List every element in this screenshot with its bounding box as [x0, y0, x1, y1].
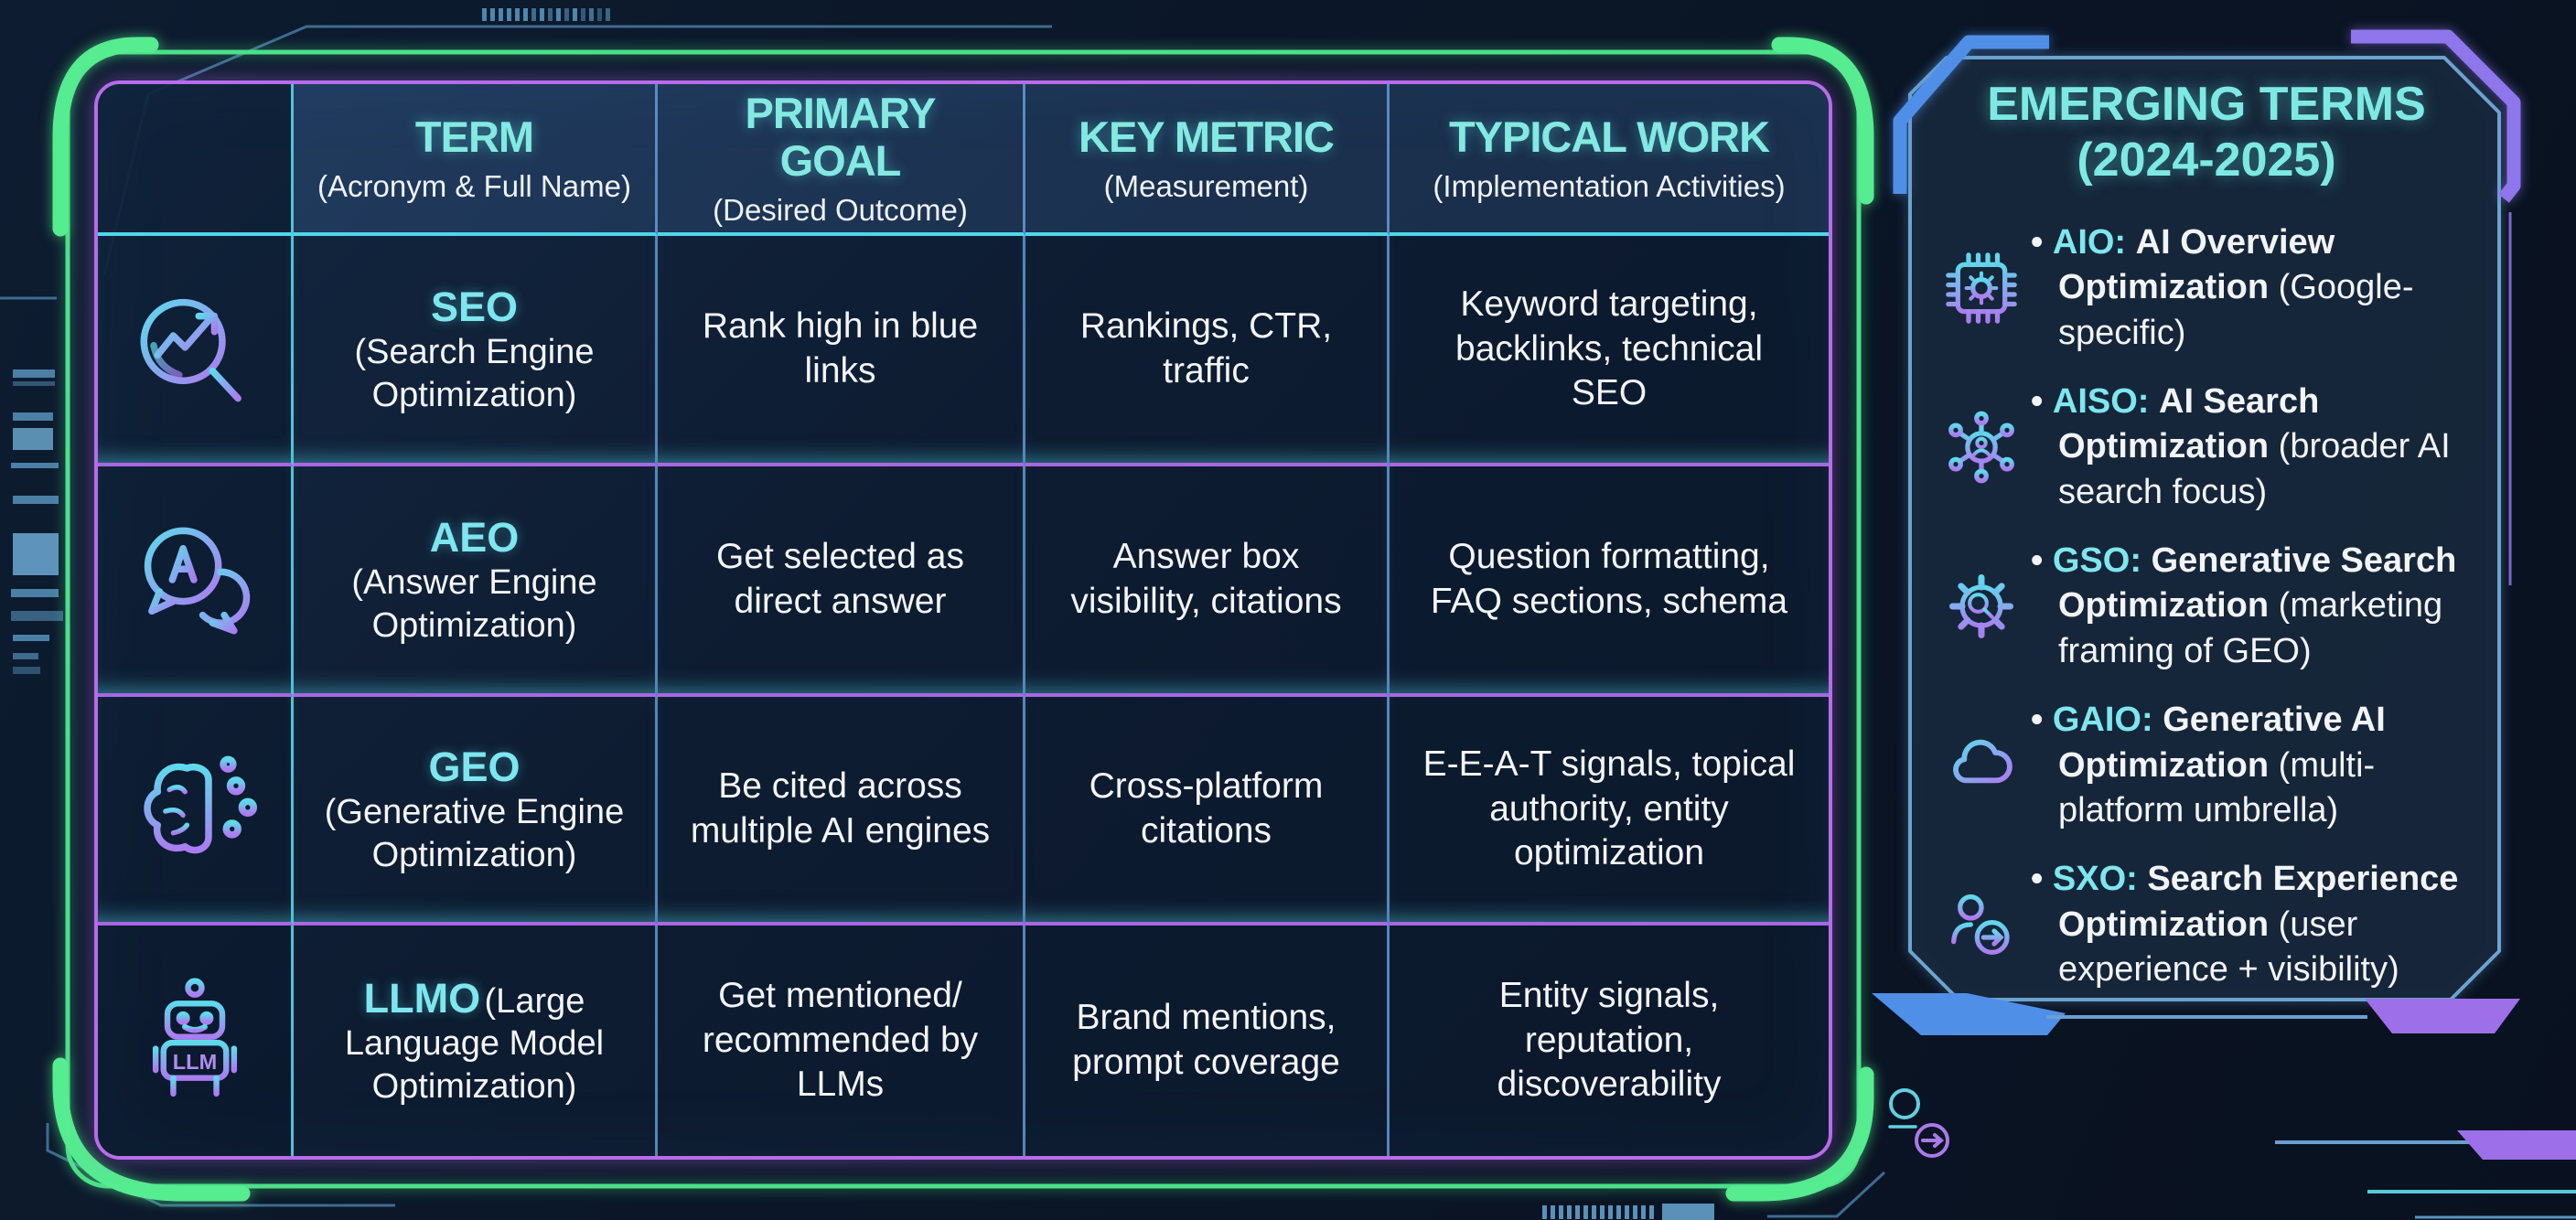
comparison-table: TERM (Acronym & Full Name) PRIMARY GOAL … [94, 80, 1832, 1160]
panel-item-text: • AISO: AI Search Optimization (broader … [2031, 380, 2475, 515]
row-icon-cell: LLM [98, 926, 294, 1156]
goal-text: Be cited across multiple AI engines [690, 766, 991, 851]
metric-text: Cross-platform citations [1089, 766, 1324, 851]
panel-item-aiso: • AISO: AI Search Optimization (broader … [1937, 380, 2475, 515]
row-icon-cell [98, 466, 294, 697]
robot-llm-icon: LLM [152, 978, 237, 1097]
svg-text:LLM: LLM [172, 1050, 216, 1074]
cloud-icon [1937, 727, 2025, 804]
network-nodes-icon [1937, 409, 2025, 486]
row-icon-cell [98, 697, 294, 926]
work-text: Entity signals, reputation, discoverabil… [1497, 975, 1722, 1105]
header-title: TYPICAL WORK [1448, 112, 1770, 161]
term-acronym: GEO [428, 744, 521, 791]
search-trend-icon [140, 298, 242, 402]
header-subtitle: (Implementation Activities) [1433, 168, 1786, 203]
term-fullname: (Generative Engine Optimization) [324, 793, 625, 874]
term-cell: AEO(Answer Engine Optimization) [294, 466, 658, 697]
metric-cell: Rankings, CTR, traffic [1025, 236, 1390, 466]
work-text: Keyword targeting, backlinks, technical … [1455, 284, 1763, 413]
header-title: KEY METRIC [1079, 112, 1335, 161]
term-fullname: (Answer Engine Optimization) [351, 563, 597, 645]
metric-cell: Answer box visibility, citations [1025, 466, 1390, 697]
term-acronym: AEO [429, 514, 520, 562]
answer-chat-icon [144, 527, 250, 635]
work-cell: Entity signals, reputation, discoverabil… [1390, 926, 1829, 1156]
bullet: • [2031, 541, 2044, 581]
header-subtitle: (Measurement) [1103, 168, 1309, 203]
item-acronym: AIO: [2052, 222, 2127, 262]
chip-icon [1937, 250, 2025, 326]
bullet: • [2031, 860, 2044, 899]
header-typical-work: TYPICAL WORK (Implementation Activities) [1390, 84, 1829, 236]
term-acronym: LLMO [363, 974, 481, 1022]
panel-item-text: • AIO: AI Overview Optimization (Google-… [2031, 220, 2475, 356]
work-text: E-E-A-T signals, topical authority, enti… [1422, 744, 1796, 873]
panel-item-text: • GSO: Generative Search Optimization (m… [2031, 539, 2475, 674]
panel-item-sxo: • SXO: Search Experience Optimization (u… [1937, 857, 2475, 992]
metric-text: Brand mentions, prompt coverage [1072, 998, 1340, 1082]
row-icon-cell [98, 236, 294, 466]
term-cell: GEO(Generative Engine Optimization) [294, 697, 658, 926]
panel-title-line2: (2024-2025) [2077, 134, 2336, 187]
header-term: TERM (Acronym & Full Name) [294, 84, 658, 236]
header-subtitle: (Desired Outcome) [713, 192, 968, 227]
top-dash-strip [482, 8, 610, 21]
goal-cell: Get selected as direct answer [658, 466, 1025, 697]
item-acronym: AISO: [2052, 381, 2150, 421]
panel-title-line1: EMERGING TERMS [1987, 78, 2426, 131]
panel-item-text: • GAIO: Generative AI Optimization (mult… [2031, 698, 2475, 833]
panel-title: EMERGING TERMS (2024-2025) [1937, 77, 2475, 189]
header-corner-cell [98, 84, 294, 236]
goal-cell: Be cited across multiple AI engines [658, 697, 1025, 926]
header-primary-goal: PRIMARY GOAL (Desired Outcome) [658, 84, 1025, 236]
gear-search-icon [1937, 568, 2025, 645]
bottom-dash-strip [1542, 1204, 1714, 1220]
metric-cell: Brand mentions, prompt coverage [1025, 926, 1390, 1156]
metric-text: Rankings, CTR, traffic [1079, 306, 1333, 391]
goal-cell: Get mentioned/ recommended by LLMs [658, 926, 1025, 1156]
header-key-metric: KEY METRIC (Measurement) [1025, 84, 1390, 236]
header-subtitle: (Acronym & Full Name) [317, 168, 631, 203]
work-cell: Question formatting, FAQ sections, schem… [1390, 466, 1829, 697]
goal-text: Rank high in blue links [702, 306, 979, 391]
emerging-terms-panel: EMERGING TERMS (2024-2025) • AIO: AI Ove… [1937, 77, 2475, 1017]
term-fullname: (Search Engine Optimization) [354, 333, 595, 414]
goal-text: Get selected as direct answer [716, 537, 964, 621]
work-cell: E-E-A-T signals, topical authority, enti… [1390, 697, 1829, 926]
bullet: • [2031, 222, 2044, 262]
panel-item-gaio: • GAIO: Generative AI Optimization (mult… [1937, 698, 2475, 833]
header-title: TERM [414, 112, 534, 161]
user-arrow-icon [1937, 886, 2025, 963]
table-grid: TERM (Acronym & Full Name) PRIMARY GOAL … [98, 84, 1829, 1156]
item-acronym: SXO: [2052, 860, 2138, 899]
term-cell: SEO(Search Engine Optimization) [294, 236, 658, 466]
bullet: • [2031, 701, 2044, 740]
item-acronym: GAIO: [2052, 701, 2153, 740]
panel-item-text: • SXO: Search Experience Optimization (u… [2031, 857, 2475, 992]
metric-text: Answer box visibility, citations [1070, 537, 1342, 621]
panel-bottom-decor [1872, 993, 2576, 1219]
bullet: • [2031, 381, 2044, 421]
goal-text: Get mentioned/ recommended by LLMs [702, 975, 979, 1105]
panel-item-aio: • AIO: AI Overview Optimization (Google-… [1937, 220, 2475, 356]
item-acronym: GSO: [2052, 541, 2141, 581]
work-text: Question formatting, FAQ sections, schem… [1430, 537, 1788, 621]
header-title: PRIMARY GOAL [745, 89, 937, 185]
left-barcode [11, 369, 63, 674]
brain-circuit-icon [143, 755, 257, 854]
metric-cell: Cross-platform citations [1025, 697, 1390, 926]
panel-item-gso: • GSO: Generative Search Optimization (m… [1937, 539, 2475, 674]
term-acronym: SEO [430, 284, 519, 331]
goal-cell: Rank high in blue links [658, 236, 1025, 466]
term-cell: LLMO (Large Language Model Optimization) [294, 926, 658, 1156]
user-arrow-icon [1888, 1088, 1949, 1158]
work-cell: Keyword targeting, backlinks, technical … [1390, 236, 1829, 466]
